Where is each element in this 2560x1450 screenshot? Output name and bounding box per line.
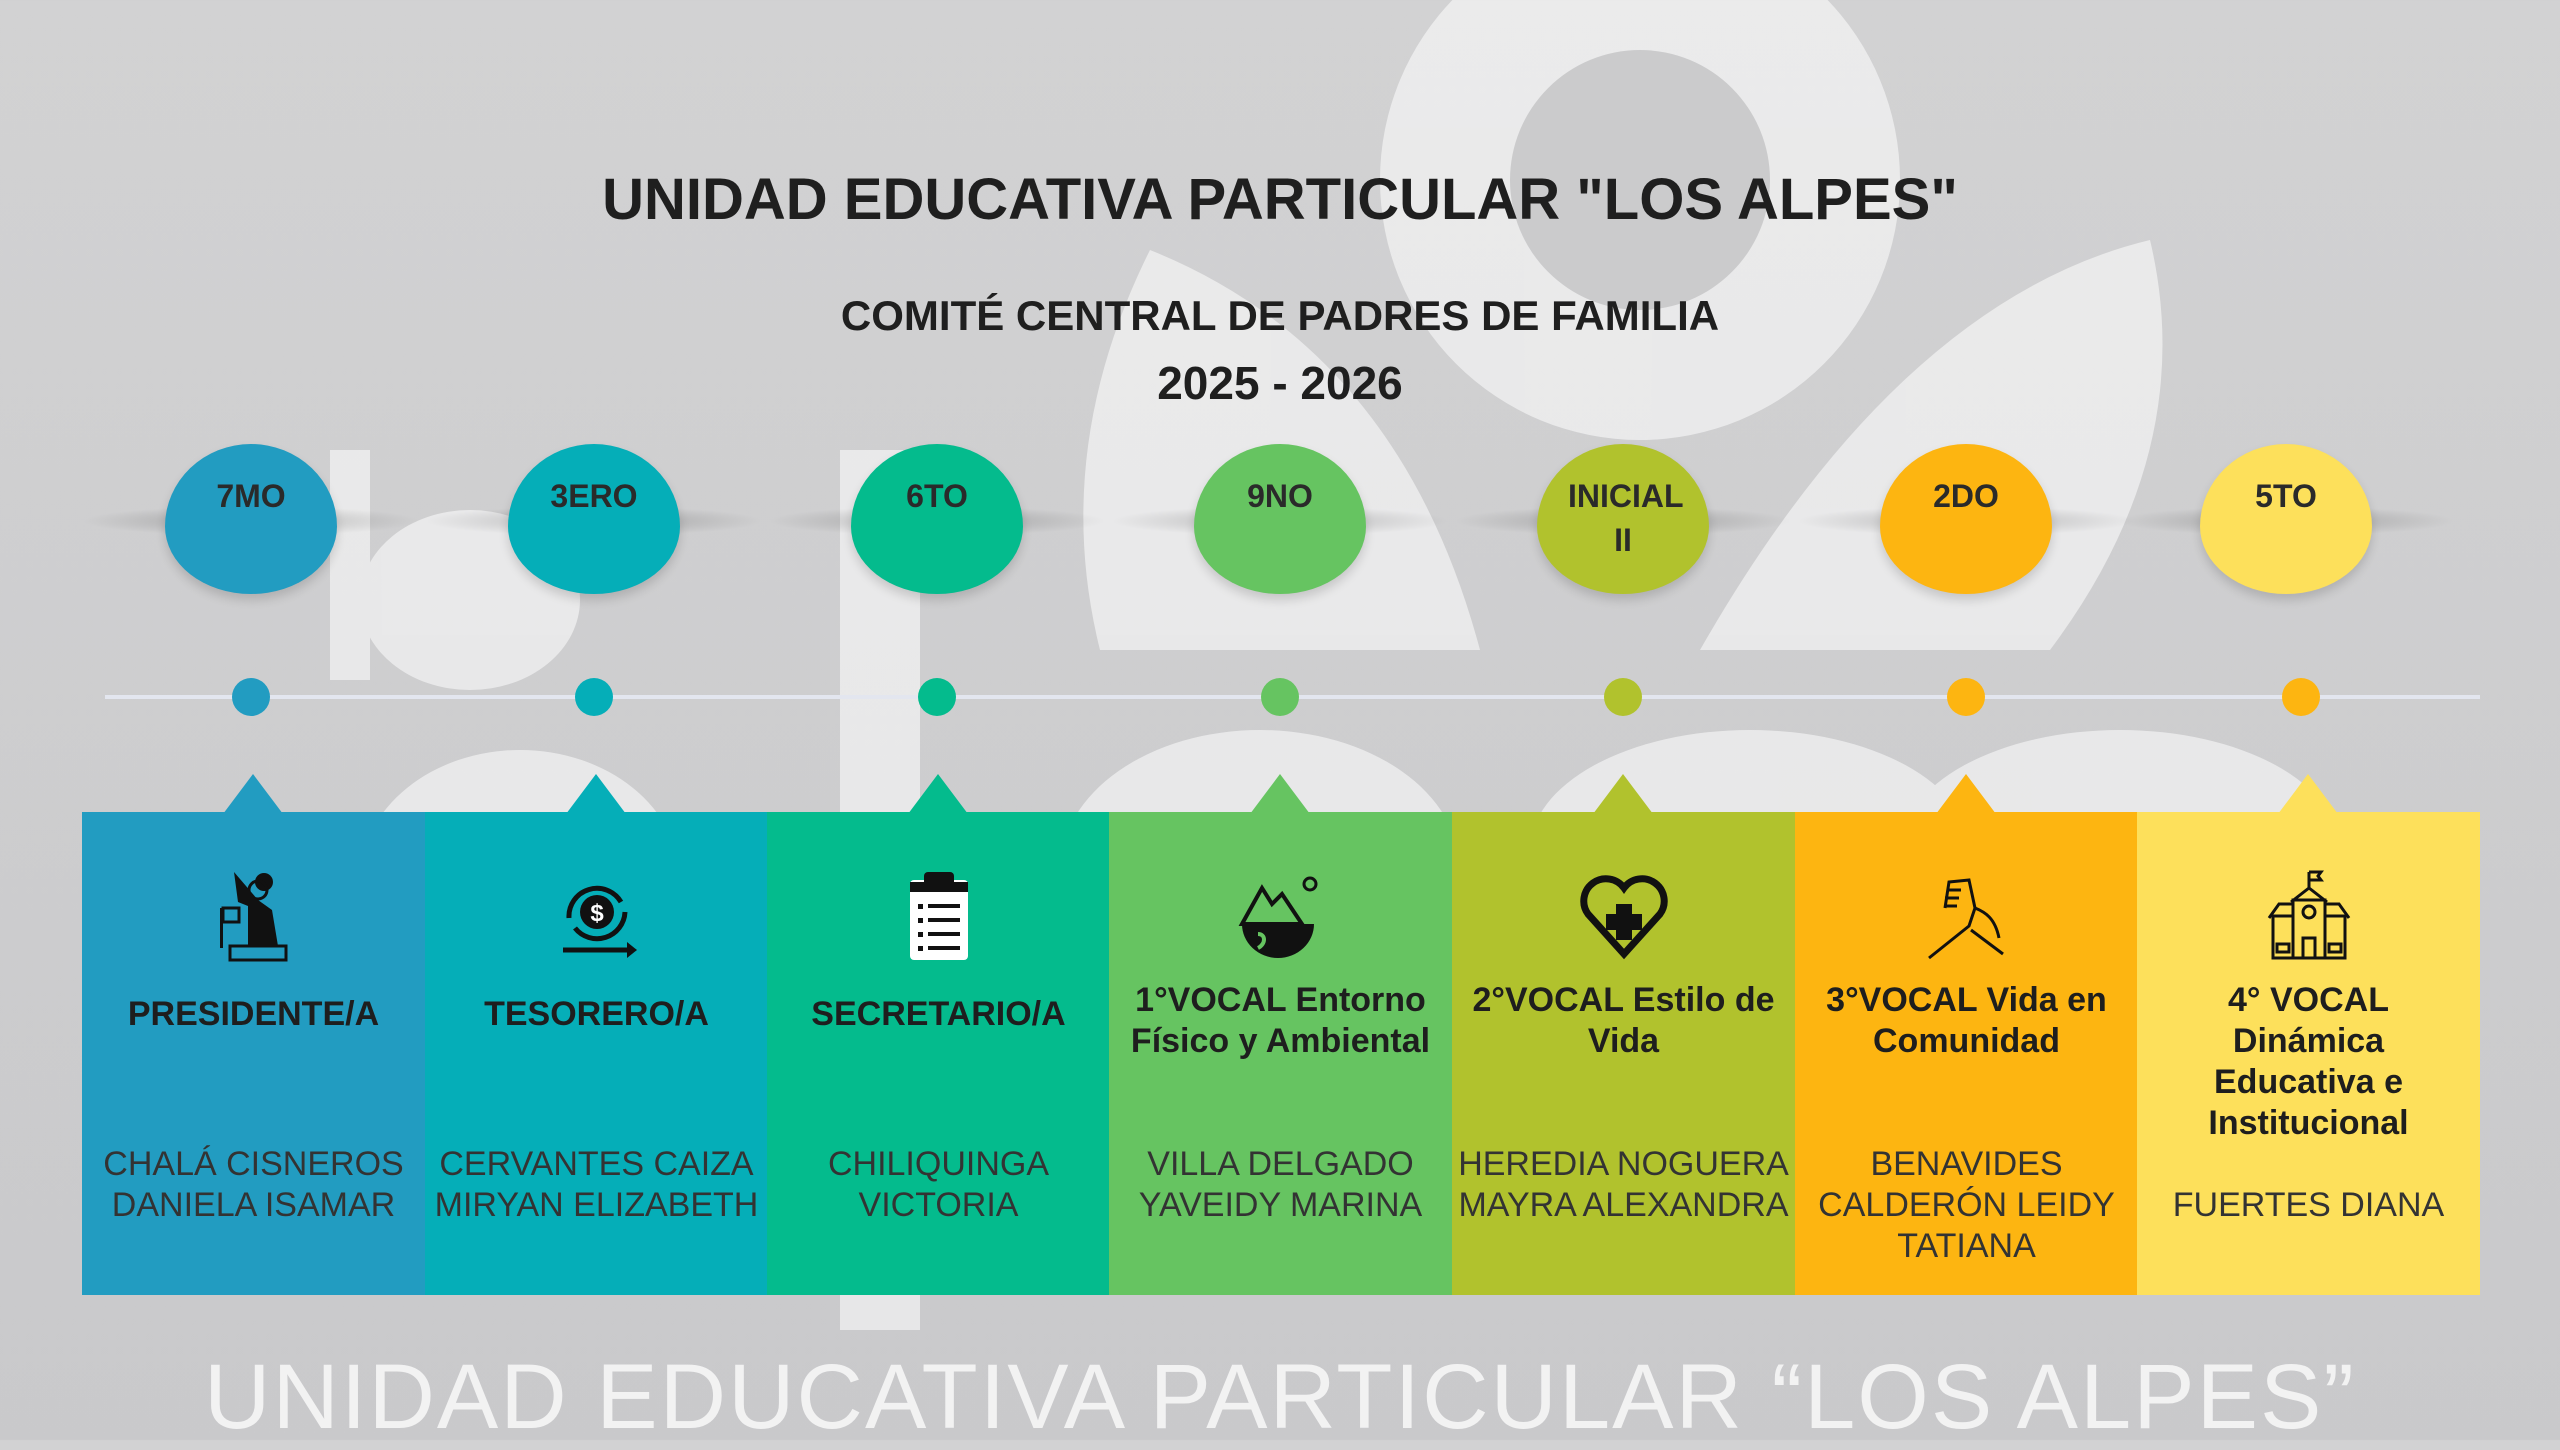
grade-label: 9NO <box>1247 478 1313 514</box>
grade-label: 2DO <box>1933 478 1999 514</box>
pointer-triangle <box>1593 774 1653 814</box>
member-card: 3°VOCAL Vida en Comunidad BENAVIDES CALD… <box>1795 812 2138 1295</box>
footer-watermark: UNIDAD EDUCATIVA PARTICULAR “LOS ALPES” <box>204 1346 2356 1448</box>
member-name: VILLA DELGADO YAVEIDY MARINA <box>1138 1145 1423 1224</box>
member-card: 2°VOCAL Estilo de Vida HEREDIA NOGUERA M… <box>1452 812 1795 1295</box>
pointer-triangle <box>908 774 968 814</box>
grade-bubble: 7MO <box>165 444 337 594</box>
grade-bubble: INICIAL II <box>1537 444 1709 594</box>
timeline-dot <box>2282 678 2320 716</box>
pointer-triangle <box>1250 774 1310 814</box>
grade-bubble: 3ERO <box>508 444 680 594</box>
member-card: 4° VOCAL Dinámica Educativa e Institucio… <box>2137 812 2480 1295</box>
member-name: BENAVIDES CALDERÓN LEIDY TATIANA <box>1818 1145 2115 1265</box>
school-building-icon <box>2137 868 2480 964</box>
member-name: FUERTES DIANA <box>2172 1186 2445 1224</box>
grade-label: INICIAL II <box>1568 478 1684 558</box>
member-name: CHALÁ CISNEROS DANIELA ISAMAR <box>103 1145 404 1224</box>
role-label: 4° VOCAL Dinámica Educativa e Institucio… <box>2208 981 2409 1142</box>
timeline-dot <box>232 678 270 716</box>
clipboard-icon <box>767 868 1110 964</box>
grade-label: 6TO <box>906 478 968 514</box>
heart-health-icon <box>1452 868 1795 964</box>
grade-bubble: 9NO <box>1194 444 1366 594</box>
committee-subtitle: COMITÉ CENTRAL DE PADRES DE FAMILIA <box>840 292 1720 339</box>
money-cycle-icon: $ <box>425 868 768 964</box>
member-card: SECRETARIO/A CHILIQUINGA VICTORIA <box>767 812 1110 1295</box>
member-card: 1°VOCAL Entorno Físico y Ambiental VILLA… <box>1109 812 1452 1295</box>
handshake-icon <box>1795 868 2138 964</box>
role-label: 2°VOCAL Estilo de Vida <box>1472 981 1775 1060</box>
role-label: TESORERO/A <box>484 995 709 1033</box>
member-card: PRESIDENTE/A CHALÁ CISNEROS DANIELA ISAM… <box>82 812 425 1295</box>
member-name: HEREDIA NOGUERA MAYRA ALEXANDRA <box>1458 1145 1789 1224</box>
role-label: 3°VOCAL Vida en Comunidad <box>1826 981 2107 1060</box>
school-title: UNIDAD EDUCATIVA PARTICULAR "LOS ALPES" <box>602 167 1958 232</box>
pointer-triangle <box>223 774 283 814</box>
grade-label: 5TO <box>2255 478 2317 514</box>
president-podium-icon <box>82 868 425 964</box>
timeline-dot <box>918 678 956 716</box>
timeline-dot <box>575 678 613 716</box>
member-card: $ TESORERO/A CERVANTES CAIZA MIRYAN ELIZ… <box>425 812 768 1295</box>
environment-earth-icon <box>1109 868 1452 964</box>
timeline-dot <box>1604 678 1642 716</box>
grade-bubble: 2DO <box>1880 444 2052 594</box>
grade-bubble: 5TO <box>2200 444 2372 594</box>
role-label: PRESIDENTE/A <box>127 995 380 1033</box>
timeline-dot <box>1947 678 1985 716</box>
member-name: CERVANTES CAIZA MIRYAN ELIZABETH <box>434 1145 759 1224</box>
timeline-dot <box>1261 678 1299 716</box>
grade-label: 7MO <box>216 478 286 514</box>
member-name: CHILIQUINGA VICTORIA <box>827 1145 1050 1224</box>
grade-bubble: 6TO <box>851 444 1023 594</box>
pointer-triangle <box>566 774 626 814</box>
period: 2025 - 2026 <box>1157 357 1403 409</box>
role-label: SECRETARIO/A <box>811 995 1066 1033</box>
pointer-triangle <box>2278 774 2338 814</box>
role-label: 1°VOCAL Entorno Físico y Ambiental <box>1130 981 1431 1060</box>
grade-label: 3ERO <box>550 478 638 514</box>
svg-text:$: $ <box>590 900 604 927</box>
pointer-triangle <box>1936 774 1996 814</box>
